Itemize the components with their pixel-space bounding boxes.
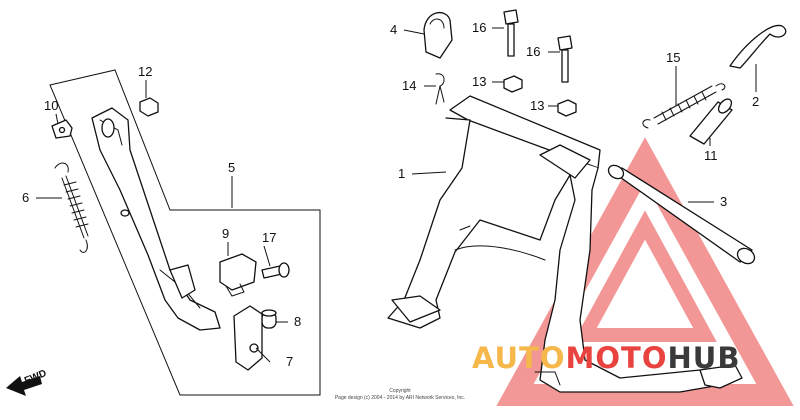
side-stand-assembly-outline bbox=[49, 69, 321, 396]
spring-6 bbox=[54, 162, 89, 253]
main-stand bbox=[387, 95, 743, 393]
callout-17: 17 bbox=[262, 230, 276, 245]
fwd-arrow-icon: FWD bbox=[6, 368, 48, 396]
bolt-17 bbox=[261, 262, 290, 279]
watermark-moto: MOTO bbox=[566, 341, 668, 375]
callout-13-upper: 13 bbox=[472, 74, 486, 89]
watermark-auto: AUTO bbox=[472, 341, 566, 375]
cotter-pin-14 bbox=[435, 73, 445, 105]
callout-4: 4 bbox=[390, 22, 397, 37]
nut-13-lower bbox=[557, 99, 577, 117]
callout-16-upper: 16 bbox=[472, 20, 486, 35]
spring-15 bbox=[642, 83, 726, 129]
pivot-shaft-3 bbox=[607, 164, 756, 265]
side-stand bbox=[91, 107, 221, 331]
sleeve-11 bbox=[689, 98, 733, 145]
hook-2 bbox=[729, 24, 787, 69]
watermark-text: AUTOMOTOHUB bbox=[472, 341, 740, 375]
bolt-16-upper bbox=[503, 9, 519, 57]
bolt-16-lower bbox=[557, 35, 573, 83]
collar-8 bbox=[261, 309, 277, 329]
callout-7: 7 bbox=[286, 354, 293, 369]
callout-8: 8 bbox=[294, 314, 301, 329]
rubber-block-9 bbox=[219, 253, 257, 297]
copyright-line-2: Page design (c) 2004 - 2014 by ARI Netwo… bbox=[335, 395, 465, 401]
callout-11: 11 bbox=[704, 148, 718, 163]
nut-13-upper bbox=[503, 75, 523, 93]
nut-12 bbox=[139, 97, 159, 117]
clamp-4 bbox=[423, 11, 453, 59]
copyright-line-1: Copyright bbox=[389, 388, 411, 394]
callout-13-lower: 13 bbox=[530, 98, 544, 113]
callout-2: 2 bbox=[752, 94, 759, 109]
callout-5: 5 bbox=[228, 160, 235, 175]
bracket-10 bbox=[51, 119, 73, 139]
callout-6: 6 bbox=[22, 190, 29, 205]
callout-9: 9 bbox=[222, 226, 229, 241]
callout-16-lower: 16 bbox=[526, 44, 540, 59]
callout-3: 3 bbox=[720, 194, 727, 209]
callout-10: 10 bbox=[44, 98, 58, 113]
watermark-hub: HUB bbox=[668, 341, 741, 375]
callout-leaders bbox=[36, 27, 757, 363]
pivot-block-7 bbox=[233, 305, 263, 371]
callout-12: 12 bbox=[138, 64, 152, 79]
callout-15: 15 bbox=[666, 50, 680, 65]
callout-1: 1 bbox=[398, 166, 405, 181]
callout-14: 14 bbox=[402, 78, 416, 93]
callout-labels: 1 2 3 4 5 6 7 8 9 10 11 12 13 13 14 15 1… bbox=[22, 20, 759, 369]
